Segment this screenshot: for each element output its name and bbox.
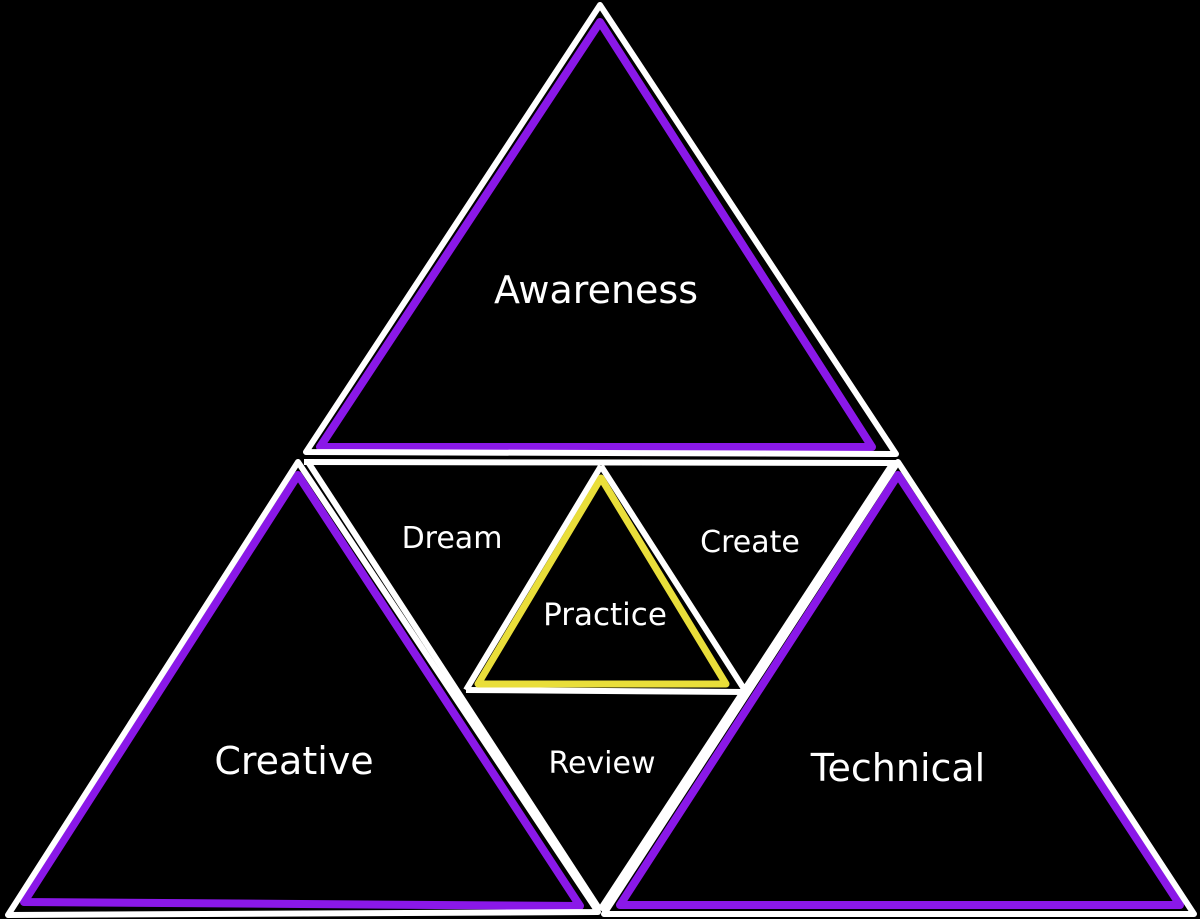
inner-mid-edge: [465, 687, 747, 695]
technical-triangle-outline: [601, 459, 1197, 917]
label-create: Create: [700, 525, 800, 560]
creative-triangle-outline: [5, 459, 601, 918]
awareness-triangle: [303, 2, 899, 457]
label-creative: Creative: [214, 739, 373, 783]
label-dream: Dream: [402, 521, 503, 556]
practice-triangle: [474, 474, 730, 688]
center-right-edge: [598, 464, 749, 694]
label-review: Review: [548, 746, 655, 781]
creative-triangle-purple-edge: [20, 471, 584, 910]
inner-left-edge: [305, 460, 603, 912]
label-awareness: Awareness: [494, 268, 698, 312]
inner-triangle-grid: [303, 459, 897, 912]
label-technical: Technical: [810, 746, 986, 790]
center-left-edge: [463, 464, 604, 692]
technical-triangle-purple-edge: [616, 471, 1184, 909]
creative-triangle: [5, 459, 601, 918]
label-practice: Practice: [543, 597, 667, 633]
inner-right-edge: [597, 461, 896, 912]
awareness-triangle-purple-edge: [316, 18, 876, 451]
awareness-triangle-outline: [303, 2, 899, 457]
technical-triangle: [601, 459, 1197, 917]
inner-top-edge: [303, 459, 897, 466]
